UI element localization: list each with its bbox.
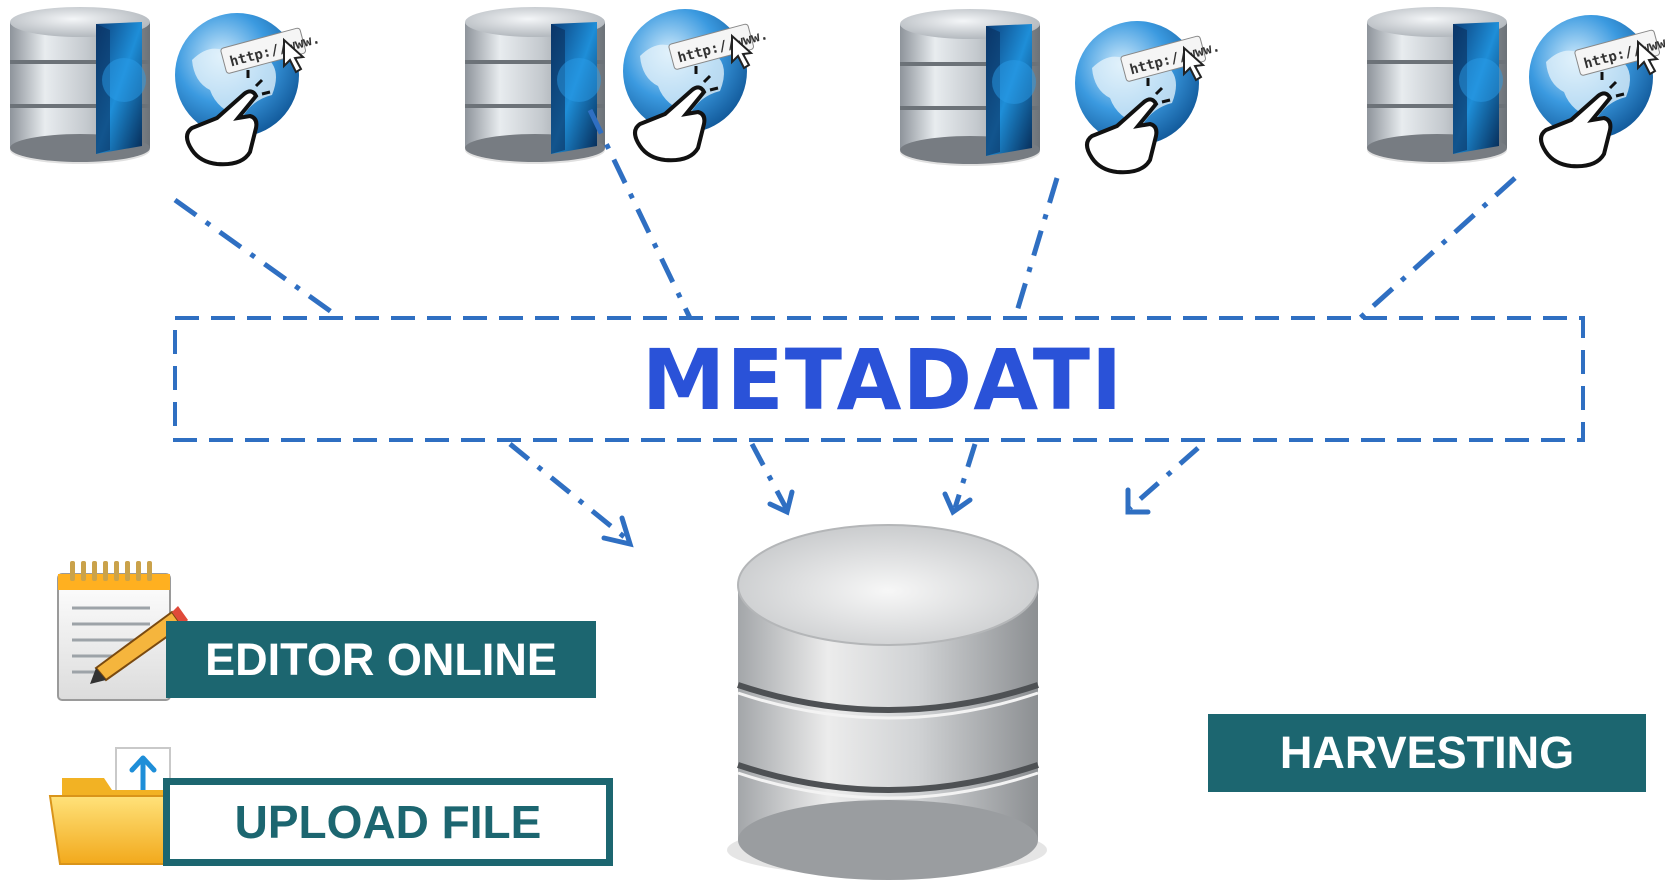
connector-line: [173, 197, 342, 321]
metadata-box: [173, 316, 1585, 442]
source-group-4: [1367, 7, 1665, 169]
arrow-line: [952, 443, 978, 509]
editor-online-label: EDITOR ONLINE: [166, 621, 596, 698]
arrowhead: [942, 491, 973, 516]
notepad-pencil-icon: [57, 561, 188, 701]
harvesting-label: HARVESTING: [1208, 714, 1646, 792]
globe-url-icon: [621, 7, 772, 163]
upload-file-label: UPLOAD FILE: [163, 778, 613, 866]
database-globe-icon: [1367, 7, 1507, 164]
globe-url-icon: [1073, 19, 1224, 175]
source-group-1: [10, 7, 324, 167]
arrowhead: [601, 515, 634, 548]
database-globe-icon: [900, 9, 1040, 166]
connector-line: [1012, 177, 1060, 319]
database-globe-icon: [10, 7, 150, 164]
arrowhead: [767, 489, 795, 516]
source-group-2: [465, 7, 772, 164]
database-globe-icon: [465, 7, 605, 164]
connector-line: [587, 108, 693, 320]
arrowheads: [601, 487, 1151, 548]
globe-url-icon: [1527, 13, 1665, 169]
database-icon: [727, 524, 1047, 880]
arrowhead: [1125, 487, 1151, 515]
source-group-3: [900, 9, 1224, 175]
arrow-line: [1128, 446, 1200, 510]
globe-url-icon: [173, 11, 324, 167]
metadata-arrows: [508, 442, 1200, 542]
connector-line: [1358, 176, 1517, 320]
metadati-title: METADATI: [641, 331, 1124, 429]
arrow-line: [749, 442, 789, 510]
arrow-line: [508, 442, 630, 542]
folder-upload-icon: [48, 747, 184, 865]
source-connectors: [173, 108, 1517, 321]
